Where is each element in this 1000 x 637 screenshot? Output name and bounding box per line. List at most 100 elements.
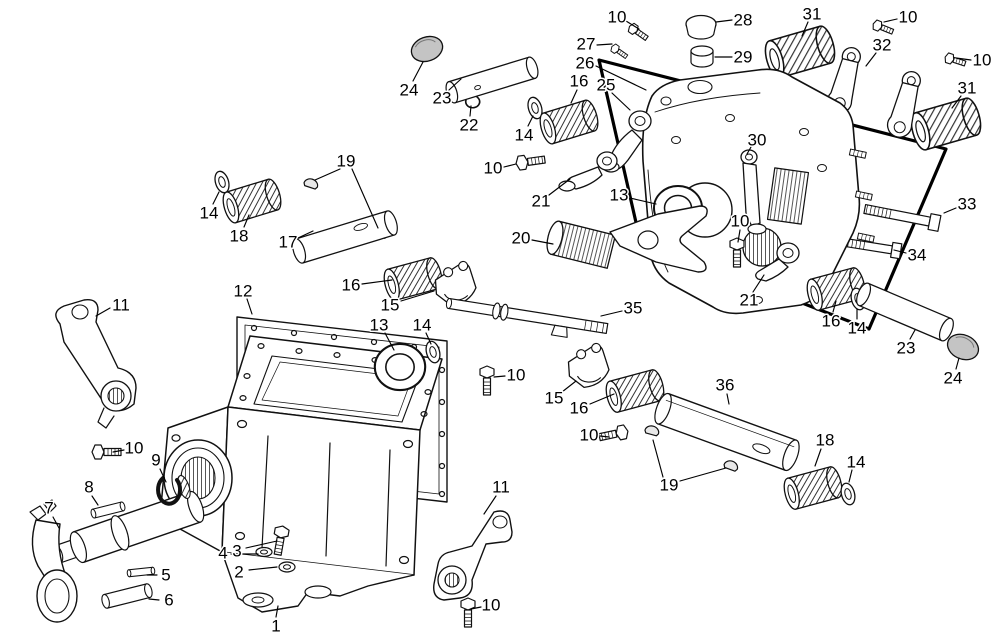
part-10-bolt-forks: [514, 151, 547, 172]
part-6-pin: [101, 583, 153, 609]
leader-line-10-8: [955, 57, 972, 61]
leader-line-10-6: [883, 18, 898, 23]
callout-label-13-31: 13: [370, 316, 389, 335]
callout-label-10-17: 10: [484, 159, 503, 178]
leader-line-7-51: [52, 516, 60, 529]
callout-label-19-49: 19: [660, 476, 679, 495]
callout-label-28-3: 28: [734, 11, 753, 30]
leader-line-25-15: [611, 92, 631, 111]
leader-line-19-20: [314, 168, 341, 181]
part-8-pin: [90, 501, 126, 519]
callout-label-22-12: 22: [460, 116, 479, 135]
leader-line-16-42: [589, 393, 615, 405]
callout-label-10-8: 10: [973, 51, 992, 70]
callout-label-16-35: 16: [822, 312, 841, 331]
part-13-ring-b: [373, 342, 427, 392]
callout-label-10-6: 10: [899, 8, 918, 27]
callout-label-10-44: 10: [580, 426, 599, 445]
part-27-screw: [609, 42, 630, 61]
part-11-lever-left: [55, 299, 137, 429]
part-18-bearing-right: [780, 464, 846, 512]
leader-line-18-22: [243, 214, 250, 228]
part-20-shift-fork: [546, 205, 708, 273]
part-10-bolt-lever-left: [91, 444, 122, 460]
callout-label-24-10: 24: [400, 81, 419, 100]
callout-label-2-55: 2: [234, 563, 243, 582]
part-14-washer-left: [211, 168, 233, 196]
callout-label-14-21: 14: [200, 204, 219, 223]
leader-line-11-39: [95, 307, 111, 317]
callout-label-10-26: 10: [731, 212, 750, 231]
callout-label-21-18: 21: [532, 192, 551, 211]
leader-line-10-44: [599, 435, 610, 438]
part-16-bearing-top: [536, 97, 602, 147]
callout-label-14-46: 14: [847, 453, 866, 472]
callout-label-30-16: 30: [748, 131, 767, 150]
callout-label-24-38: 24: [944, 369, 963, 388]
leader-line-10-40: [493, 375, 506, 378]
callout-label-10-0: 10: [608, 8, 627, 27]
callout-label-15-30: 15: [381, 296, 400, 315]
part-4-washer: [255, 546, 273, 558]
part-32-clamp-b: [886, 71, 921, 138]
callout-label-11-39: 11: [112, 296, 130, 315]
leader-line-24-38: [955, 357, 960, 370]
part-10-screw-topleft: [626, 21, 651, 43]
callout-label-11-52: 11: [492, 478, 510, 497]
leader-line-27-1: [596, 43, 613, 46]
part-19-key-c: [643, 423, 661, 437]
part-28-cap: [685, 14, 717, 40]
part-24-cap-top: [407, 31, 447, 67]
callout-label-3-54: 3: [232, 542, 241, 561]
leader-line-33-27: [943, 207, 957, 214]
part-17-shaft: [292, 210, 398, 264]
part-21-fork-a: [558, 151, 618, 192]
leader-line-14-46: [848, 469, 853, 483]
leader-line-19-49: [679, 467, 727, 482]
leader-line-31-5: [801, 21, 809, 37]
leader-line-16-14: [570, 89, 578, 104]
callout-label-19-20: 19: [337, 152, 356, 171]
callout-label-5-56: 5: [161, 566, 170, 585]
leader-line-19-49: [652, 439, 664, 478]
leader-line-10-26: [737, 229, 741, 243]
callout-label-25-15: 25: [597, 76, 616, 95]
leader-line-8-50: [91, 495, 99, 506]
leader-line-10-58: [470, 606, 482, 610]
callout-label-20-25: 20: [512, 229, 531, 248]
part-10-screw-right: [943, 51, 968, 69]
callout-label-16-42: 16: [570, 399, 589, 418]
callout-label-35-33: 35: [624, 299, 643, 318]
leader-line-2-55: [248, 566, 278, 571]
callout-label-16-14: 16: [570, 72, 589, 91]
leader-line-13-19: [629, 197, 657, 205]
leader-line-17-23: [297, 230, 314, 239]
leader-line-15-41: [561, 380, 577, 393]
callout-label-10-58: 10: [482, 596, 501, 615]
leader-line-19-20: [351, 168, 379, 229]
leader-line-24-10: [412, 61, 424, 82]
leader-line-14-32: [425, 332, 432, 345]
part-5-pin: [126, 566, 156, 578]
callout-label-33-27: 33: [958, 195, 977, 214]
part-9-snap-ring: [156, 476, 183, 506]
leader-line-21-18: [548, 178, 571, 196]
part-30-fork: [740, 149, 767, 235]
callout-label-18-45: 18: [816, 431, 835, 450]
leader-line-16-29: [361, 279, 393, 285]
part-7-lever: [29, 499, 78, 623]
leader-line-10-0: [625, 20, 640, 30]
leader-line-12-24: [246, 298, 253, 315]
callout-label-34-28: 34: [908, 246, 927, 265]
part-29-breather: [690, 45, 714, 68]
callout-label-32-7: 32: [873, 36, 892, 55]
callout-label-36-43: 36: [716, 376, 735, 395]
leader-line-32-7: [865, 52, 877, 67]
leader-line-16-35: [832, 300, 837, 313]
part-36-shaft: [654, 392, 800, 472]
part-10-bolt-low: [597, 423, 630, 445]
callout-label-14-32: 14: [413, 316, 432, 335]
part-19-key-d: [722, 458, 740, 473]
part-10-bolt-rod: [479, 365, 495, 396]
